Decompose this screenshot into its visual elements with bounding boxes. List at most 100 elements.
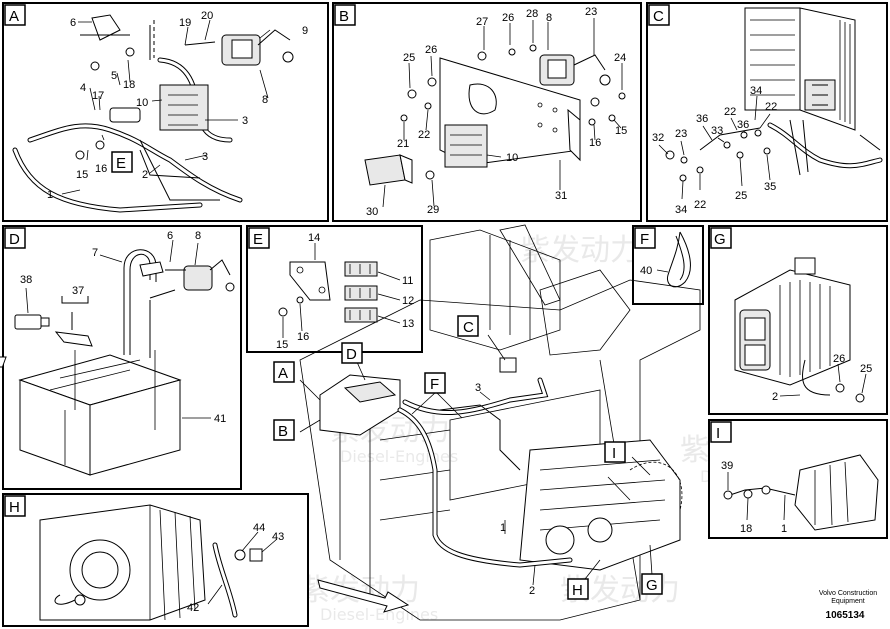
main-ref-h: H bbox=[572, 582, 583, 599]
panel-h-label: H bbox=[9, 499, 20, 516]
panel-i-label-box bbox=[710, 421, 732, 443]
callout: 33 bbox=[711, 125, 723, 137]
callout: 15 bbox=[276, 339, 288, 351]
footer-line1: Volvo Construction bbox=[819, 590, 877, 597]
panel-c: C 34 36 33 22 22 32 23 36 25 35 34 bbox=[646, 2, 888, 222]
panel-a-callouts: 6 19 20 9 5 18 4 17 10 3 8 15 16 2 1 3 bbox=[47, 10, 308, 201]
callout: 1 bbox=[500, 522, 506, 534]
callout: 6 bbox=[70, 17, 76, 29]
panel-i-label: I bbox=[716, 425, 720, 442]
callout: 22 bbox=[694, 199, 706, 211]
drawing-id: 1065134 bbox=[826, 610, 865, 621]
panel-d-label-box bbox=[4, 227, 26, 249]
callout: 30 bbox=[366, 206, 378, 218]
callout: 3 bbox=[242, 115, 248, 127]
callout: 9 bbox=[302, 25, 308, 37]
panel-a-label-box bbox=[4, 4, 26, 26]
callout: 3 bbox=[202, 151, 208, 163]
watermark-sub: Diesel-Engines bbox=[340, 447, 458, 466]
callout: 28 bbox=[526, 8, 538, 20]
callout: 44 bbox=[253, 522, 265, 534]
main-ref-box bbox=[604, 441, 626, 463]
callout: 24 bbox=[614, 52, 626, 64]
panel-b-label-box bbox=[334, 4, 356, 26]
footer-line2: Equipment bbox=[831, 598, 865, 605]
callout: 36 bbox=[696, 113, 708, 125]
callout: 15 bbox=[615, 125, 627, 137]
panel-i-callouts: 39 18 1 bbox=[721, 460, 787, 535]
callout: 27 bbox=[476, 16, 488, 28]
callout: 43 bbox=[272, 531, 284, 543]
main-machine-view: C D A F B I H G 3 1 2 bbox=[273, 224, 701, 621]
panel-a-ref-box bbox=[111, 151, 133, 173]
callout: 25 bbox=[403, 52, 415, 64]
watermark-sub: Diesel-Engines bbox=[320, 605, 438, 624]
callout: 2 bbox=[529, 585, 535, 597]
main-ref-a: A bbox=[278, 365, 288, 382]
panel-e-label: E bbox=[253, 231, 263, 248]
main-ref-box bbox=[457, 315, 479, 337]
callout: 10 bbox=[506, 152, 518, 164]
callout: 6 bbox=[167, 230, 173, 242]
callout: 19 bbox=[179, 17, 191, 29]
callout: 16 bbox=[297, 331, 309, 343]
panel-b-label: B bbox=[339, 8, 349, 25]
callout: 14 bbox=[308, 232, 320, 244]
main-ref-i: I bbox=[612, 445, 616, 462]
callout: 13 bbox=[402, 318, 414, 330]
callout: 42 bbox=[187, 602, 199, 614]
callout: 12 bbox=[402, 295, 414, 307]
main-ref-b: B bbox=[278, 423, 288, 440]
main-ref-d: D bbox=[346, 346, 357, 363]
panel-g: G 26 25 2 bbox=[708, 225, 888, 415]
callout: 1 bbox=[781, 523, 787, 535]
callout: 23 bbox=[675, 128, 687, 140]
panel-a: A E 6 19 20 bbox=[2, 2, 329, 222]
callout: 31 bbox=[555, 190, 567, 202]
panel-f: F 40 bbox=[632, 225, 704, 305]
panel-e-label-box bbox=[248, 227, 270, 249]
panel-c-callouts: 34 36 33 22 22 32 23 36 25 35 34 22 bbox=[652, 85, 777, 216]
main-ref-box bbox=[641, 573, 663, 595]
panel-g-label: G bbox=[714, 231, 726, 248]
callout: 16 bbox=[589, 137, 601, 149]
callout: 25 bbox=[735, 190, 747, 202]
panel-f-label: F bbox=[640, 231, 649, 248]
callout: 18 bbox=[123, 79, 135, 91]
main-ref-box bbox=[273, 419, 295, 441]
callout: 17 bbox=[92, 90, 104, 102]
callout: 40 bbox=[640, 265, 652, 277]
watermark-brand: 紫发动力 bbox=[520, 233, 640, 268]
callout: 32 bbox=[652, 132, 664, 144]
panel-h: H 44 43 42 bbox=[2, 493, 309, 627]
panel-c-label: C bbox=[653, 8, 664, 25]
main-ref-box bbox=[341, 342, 363, 364]
panel-b-callouts: 27 26 28 8 23 25 26 24 22 21 15 16 10 31… bbox=[366, 6, 627, 218]
panel-e-frame bbox=[246, 225, 423, 353]
callout: 29 bbox=[427, 204, 439, 216]
callout: 26 bbox=[502, 12, 514, 24]
panel-e: E 14 11 12 13 15 16 bbox=[246, 225, 423, 353]
callout: 37 bbox=[72, 285, 84, 297]
callout: 8 bbox=[195, 230, 201, 242]
callout: 18 bbox=[740, 523, 752, 535]
callout: 26 bbox=[425, 44, 437, 56]
forward-direction-arrow-icon bbox=[317, 579, 410, 613]
main-ref-c: C bbox=[463, 319, 474, 336]
callout: 8 bbox=[546, 12, 552, 24]
panel-b: B 27 26 28 8 23 25 26 bbox=[332, 2, 642, 222]
callout: 4 bbox=[80, 82, 86, 94]
panel-d: D 7 6 8 38 37 41 bbox=[0, 225, 242, 490]
callout: 34 bbox=[750, 85, 762, 97]
main-ref-box bbox=[273, 361, 295, 383]
callout: 22 bbox=[724, 106, 736, 118]
callout: 34 bbox=[675, 204, 687, 216]
main-ref-g: G bbox=[646, 577, 658, 594]
callout: 5 bbox=[111, 70, 117, 82]
panel-g-callouts: 26 25 2 bbox=[772, 353, 872, 403]
callout: 7 bbox=[92, 247, 98, 259]
callout: 39 bbox=[721, 460, 733, 472]
callout: 21 bbox=[397, 138, 409, 150]
main-ref-box bbox=[567, 578, 589, 600]
